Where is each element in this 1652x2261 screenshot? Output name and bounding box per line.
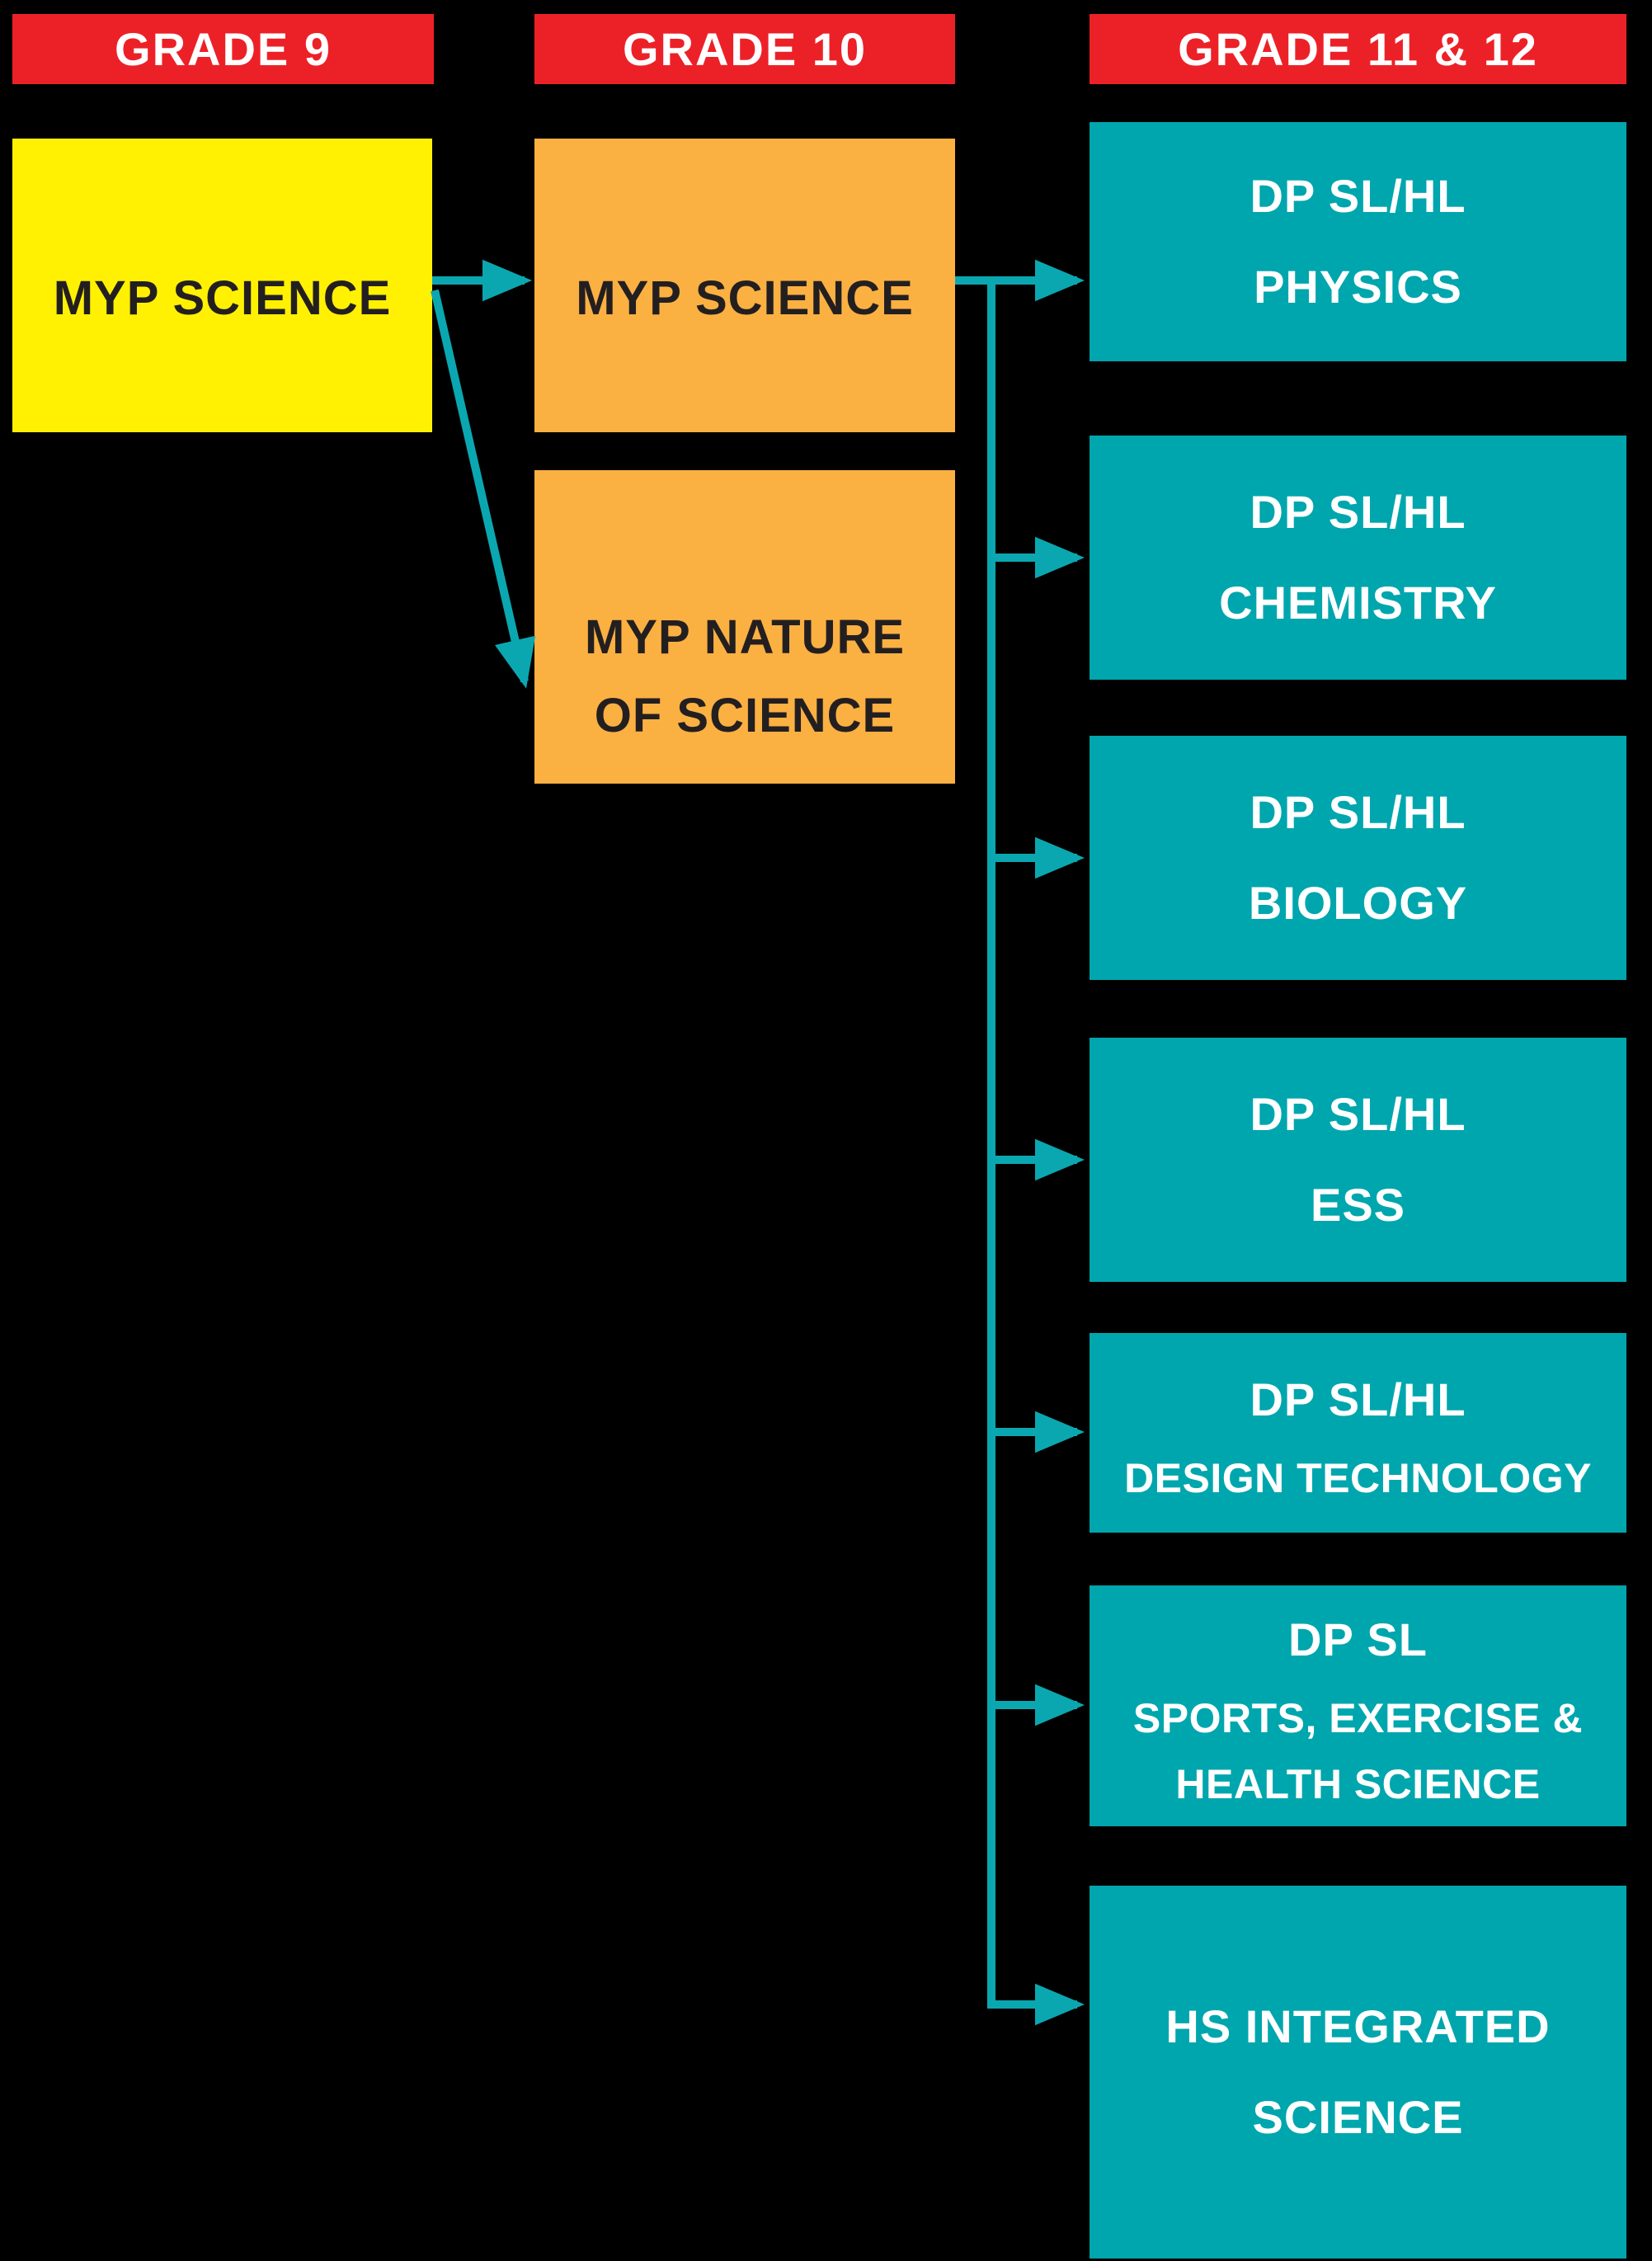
myp-science-grade9-label: MYP SCIENCE <box>53 271 392 325</box>
dp-biology-level: DP SL/HL <box>1250 786 1466 838</box>
grade-9-header: GRADE 9 <box>12 14 434 84</box>
dp-physics-box: DP SL/HL PHYSICS <box>1090 122 1626 361</box>
myp-science-grade9-box: MYP SCIENCE <box>12 139 432 432</box>
dp-biology-box: DP SL/HL BIOLOGY <box>1090 736 1626 980</box>
dp-physics-level: DP SL/HL <box>1250 170 1466 222</box>
myp-science-grade10-label: MYP SCIENCE <box>576 271 914 325</box>
hs-integrated-line2: SCIENCE <box>1252 2091 1464 2143</box>
dp-biology-subject: BIOLOGY <box>1248 877 1468 929</box>
dp-sports-level: DP SL <box>1288 1613 1428 1665</box>
dp-sports-subject-line1: SPORTS, EXERCISE & <box>1132 1695 1584 1741</box>
arrow-g9-science-to-nature-of-science <box>431 289 536 689</box>
myp-nature-line1: MYP NATURE <box>584 610 906 664</box>
dp-ess-box: DP SL/HL ESS <box>1090 1038 1626 1282</box>
hs-integrated-line1: HS INTEGRATED <box>1165 2000 1551 2052</box>
dp-ess-level: DP SL/HL <box>1250 1088 1466 1140</box>
grade-10-header: GRADE 10 <box>534 14 955 84</box>
myp-nature-line2: OF SCIENCE <box>594 689 896 742</box>
dp-sports-subject-line2: HEALTH SCIENCE <box>1175 1761 1541 1807</box>
dp-design-technology-level: DP SL/HL <box>1250 1373 1466 1425</box>
myp-nature-of-science-box: MYP NATURE OF SCIENCE <box>534 470 955 784</box>
dp-design-technology-box: DP SL/HL DESIGN TECHNOLOGY <box>1090 1333 1626 1533</box>
dp-design-technology-subject: DESIGN TECHNOLOGY <box>1124 1455 1592 1501</box>
dp-sports-box: DP SL SPORTS, EXERCISE & HEALTH SCIENCE <box>1090 1585 1626 1826</box>
dp-chemistry-subject: CHEMISTRY <box>1219 577 1497 629</box>
grade-11-12-header: GRADE 11 & 12 <box>1090 14 1626 84</box>
hs-integrated-science-box: HS INTEGRATED SCIENCE <box>1090 1886 1626 2259</box>
dp-physics-subject: PHYSICS <box>1254 261 1462 313</box>
myp-science-grade10-box: MYP SCIENCE <box>534 139 955 432</box>
dp-chemistry-box: DP SL/HL CHEMISTRY <box>1090 436 1626 680</box>
dp-chemistry-level: DP SL/HL <box>1250 486 1466 538</box>
dp-ess-subject: ESS <box>1310 1179 1406 1231</box>
